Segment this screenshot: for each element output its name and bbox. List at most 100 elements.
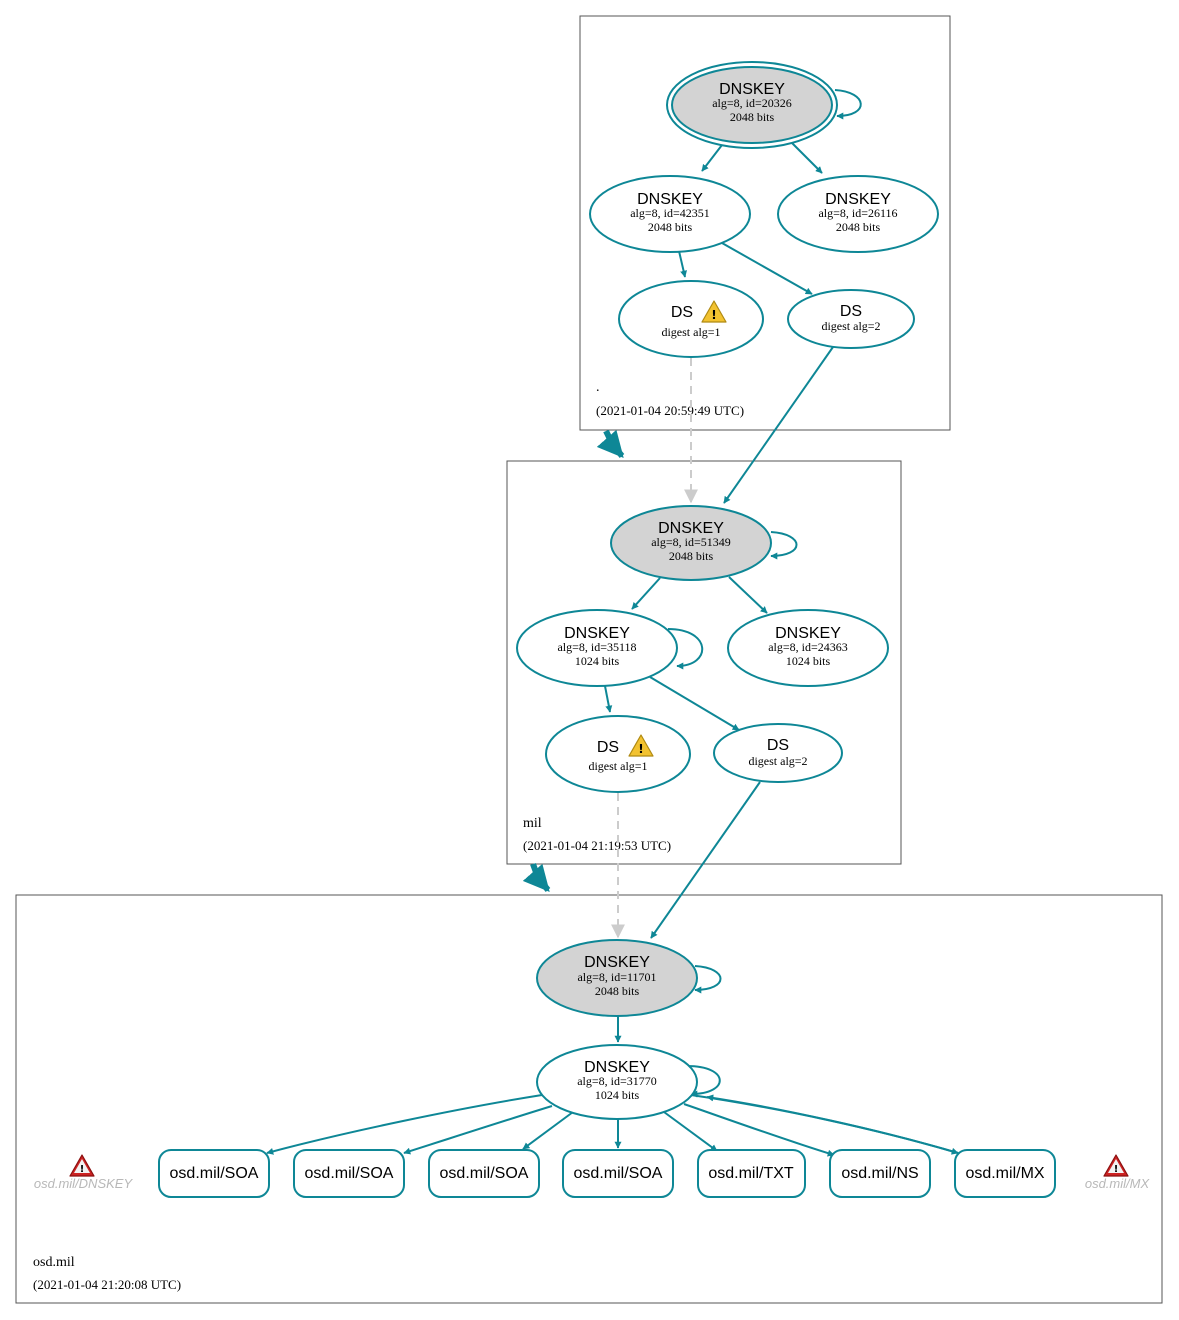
- record-ns-label: osd.mil/NS: [841, 1165, 918, 1182]
- node-mil-zsk2: DNSKEY alg=8, id=24363 1024 bits: [727, 609, 889, 687]
- missing-dnskey: ! osd.mil/DNSKEY: [34, 1154, 133, 1191]
- node-root-ksk-title: DNSKEY: [719, 81, 785, 98]
- record-soa-3[interactable]: osd.mil/SOA: [428, 1149, 540, 1198]
- node-mil-ksk-title: DNSKEY: [658, 520, 724, 537]
- edge-zsk-txt: [663, 1111, 718, 1152]
- node-osd-ksk-title: DNSKEY: [584, 954, 650, 971]
- missing-mx-label: osd.mil/MX: [1085, 1176, 1151, 1191]
- node-mil-ds1-line1: digest alg=1: [588, 759, 647, 773]
- node-mil-zsk1-line2: 1024 bits: [575, 654, 620, 668]
- record-ns[interactable]: osd.mil/NS: [829, 1149, 931, 1198]
- node-mil-zsk1-title: DNSKEY: [564, 625, 630, 642]
- edge-zsk-soa-1: [266, 1094, 543, 1155]
- node-root-zsk2-line1: alg=8, id=26116: [818, 206, 897, 220]
- record-txt-label: osd.mil/TXT: [708, 1165, 794, 1182]
- node-osd-ksk: DNSKEY alg=8, id=11701 2048 bits: [536, 939, 698, 1017]
- node-osd-ksk-line2: 2048 bits: [595, 984, 640, 998]
- node-osd-ksk-line1: alg=8, id=11701: [577, 970, 656, 984]
- zone-osd-border: [15, 894, 1163, 1304]
- record-mx-label: osd.mil/MX: [965, 1165, 1044, 1182]
- zone-osd: osd.mil (2021-01-04 21:20:08 UTC): [15, 894, 1163, 1304]
- node-root-zsk2-title: DNSKEY: [825, 191, 891, 208]
- svg-text:!: !: [711, 308, 716, 322]
- node-mil-zsk2-shape: [727, 609, 889, 687]
- svg-text:!: !: [1114, 1164, 1119, 1175]
- node-mil-zsk2-title: DNSKEY: [775, 625, 841, 642]
- edge-osd-ksk-self: [694, 965, 722, 994]
- node-root-zsk2: DNSKEY alg=8, id=26116 2048 bits: [777, 175, 939, 253]
- node-root-ds2: DS digest alg=2: [787, 289, 915, 349]
- node-root-ds1: DS ! digest alg=1: [618, 280, 764, 358]
- node-osd-zsk-line2: 1024 bits: [595, 1088, 640, 1102]
- node-osd-zsk-shape: [536, 1044, 698, 1120]
- node-root-ksk-line2: 2048 bits: [730, 110, 775, 124]
- node-root-ds2-title: DS: [840, 303, 862, 320]
- warning-icon: !: [628, 734, 654, 757]
- edge-root-zsk1-ds2: [721, 242, 813, 295]
- zone-mil-timestamp: (2021-01-04 21:19:53 UTC): [523, 838, 671, 853]
- record-soa-4[interactable]: osd.mil/SOA: [562, 1149, 674, 1198]
- node-root-ds2-line1: digest alg=2: [821, 319, 880, 333]
- edge-mil-zsk1-self: [667, 628, 704, 670]
- node-root-ds1-line1: digest alg=1: [661, 325, 720, 339]
- record-soa-2-box: [293, 1149, 405, 1198]
- node-mil-ksk-line1: alg=8, id=51349: [651, 535, 731, 549]
- node-root-ds1-shape: [618, 280, 764, 358]
- record-soa-3-box: [428, 1149, 540, 1198]
- edge-mil-ksk-zsk2: [728, 576, 768, 614]
- svg-text:!: !: [638, 742, 643, 756]
- node-mil-zsk2-line2: 1024 bits: [786, 654, 831, 668]
- edge-root-ds2-mil-ksk: [723, 346, 834, 504]
- edge-mx-zsk: [706, 1094, 959, 1154]
- node-mil-ds2-line1: digest alg=2: [748, 754, 807, 768]
- zone-root-timestamp: (2021-01-04 20:59:49 UTC): [596, 403, 744, 418]
- node-root-ksk-line1: alg=8, id=20326: [712, 96, 792, 110]
- edge-mil-ksk-self: [770, 531, 798, 560]
- node-root-zsk2-line2: 2048 bits: [836, 220, 881, 234]
- record-txt-box: [697, 1149, 806, 1198]
- node-mil-zsk1-shape: [516, 609, 678, 687]
- error-triangle-icon: !: [1103, 1154, 1129, 1177]
- record-mx-box: [954, 1149, 1056, 1198]
- record-soa-2-label: osd.mil/SOA: [305, 1165, 394, 1182]
- delegation-mil-to-osd: [522, 863, 551, 892]
- node-root-ds2-shape: [787, 289, 915, 349]
- svg-text:!: !: [80, 1164, 85, 1175]
- error-triangle-icon: !: [69, 1154, 95, 1177]
- node-root-zsk1: DNSKEY alg=8, id=42351 2048 bits: [589, 175, 751, 253]
- node-root-zsk1-line2: 2048 bits: [648, 220, 693, 234]
- node-mil-ds1-shape: [545, 715, 691, 793]
- node-mil-zsk2-line1: alg=8, id=24363: [768, 640, 848, 654]
- zone-mil: mil (2021-01-04 21:19:53 UTC): [506, 460, 902, 865]
- node-mil-ds2-title: DS: [767, 737, 789, 754]
- node-root-zsk1-line1: alg=8, id=42351: [630, 206, 710, 220]
- delegation-root-to-mil: [596, 429, 625, 458]
- record-soa-2[interactable]: osd.mil/SOA: [293, 1149, 405, 1198]
- record-txt[interactable]: osd.mil/TXT: [697, 1149, 806, 1198]
- node-mil-ds2: DS digest alg=2: [713, 723, 843, 783]
- node-mil-ds1: DS ! digest alg=1: [545, 715, 691, 793]
- node-root-ksk-outer-ring: [666, 61, 838, 149]
- node-root-ksk-shape: [671, 66, 833, 144]
- zone-mil-name: mil: [523, 816, 542, 831]
- record-soa-1[interactable]: osd.mil/SOA: [158, 1149, 270, 1198]
- node-osd-ksk-shape: [536, 939, 698, 1017]
- edge-root-ksk-zsk2: [791, 142, 823, 174]
- record-mx[interactable]: osd.mil/MX: [954, 1149, 1056, 1198]
- node-root-zsk1-title: DNSKEY: [637, 191, 703, 208]
- record-soa-1-box: [158, 1149, 270, 1198]
- record-soa-1-label: osd.mil/SOA: [170, 1165, 259, 1182]
- node-mil-zsk1: DNSKEY alg=8, id=35118 1024 bits: [516, 609, 678, 687]
- edge-mil-ds2-osd-ksk: [650, 781, 761, 939]
- warning-icon: !: [701, 300, 727, 323]
- edge-osd-zsk-self: [686, 1065, 721, 1098]
- edge-zsk-soa-2: [403, 1105, 553, 1155]
- node-osd-zsk: DNSKEY alg=8, id=31770 1024 bits: [536, 1044, 698, 1120]
- node-osd-zsk-title: DNSKEY: [584, 1059, 650, 1076]
- record-soa-4-label: osd.mil/SOA: [574, 1165, 663, 1182]
- node-mil-ds1-title: DS: [597, 739, 619, 756]
- edges: [266, 89, 959, 1157]
- zone-root: . (2021-01-04 20:59:49 UTC): [579, 15, 951, 431]
- zone-osd-name: osd.mil: [33, 1255, 75, 1270]
